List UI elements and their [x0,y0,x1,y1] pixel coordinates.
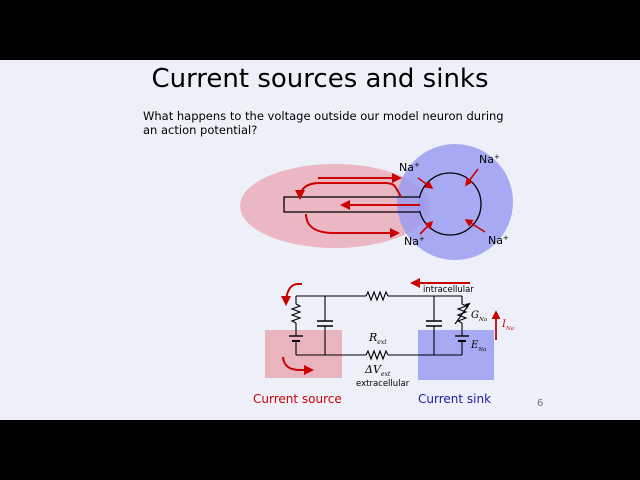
circuit-wires [289,290,471,361]
neuron-and-circuit-figure: Na+ Na+ Na+ Na+ [240,144,514,406]
current-sink-label: Current sink [418,392,491,406]
current-source-label: Current source [253,392,342,406]
g-na-label: GNa [471,310,487,323]
extracellular-label: extracellular [356,379,410,389]
variable-resistor-arrowhead [465,303,470,309]
i-na-label: INa [501,319,514,332]
slide: Current sources and sinks What happens t… [0,60,640,420]
slide-number: 6 [537,398,544,409]
na-arrow-2 [465,168,479,187]
slide-title: Current sources and sinks [151,64,489,94]
slide-question: What happens to the voltage outside our … [143,109,504,137]
current-arrow-top [295,182,402,200]
source-region [240,164,430,248]
current-arrow-bottom [305,213,400,238]
circuit-current-arrow-bottom [282,356,314,375]
na-label-3: Na+ [488,234,509,247]
intracellular-label: intracellular [423,285,474,295]
na-label-4: Na+ [404,235,425,248]
na-label-1: Na+ [399,161,420,174]
e-na-label: ENa [470,340,486,353]
neuron-membrane [283,196,420,213]
circuit-current-arrow-left [281,283,302,306]
r-ext-label: Rext [368,331,387,346]
na-arrow-1 [417,177,434,189]
na-arrow-4 [419,220,434,235]
dv-ext-label: ΔVext [364,363,391,378]
na-label-2: Na+ [479,153,500,166]
na-arrow-3 [464,219,486,233]
